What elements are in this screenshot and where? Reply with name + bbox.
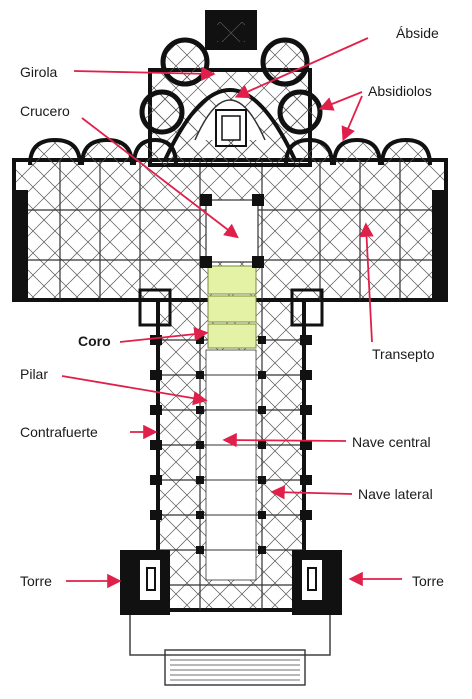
arrow-pilar (61, 375, 208, 406)
labels: Ábside Girola Absidiolos Crucero Coro Tr… (20, 25, 444, 589)
arrow-nave-central (222, 432, 347, 448)
transept-chapels-right (284, 137, 432, 166)
nave-piers-right (258, 336, 266, 554)
arrow-girola (73, 66, 216, 81)
label-absidiolos: Absidiolos (368, 83, 432, 99)
label-abside: Ábside (396, 25, 439, 41)
arrow-nave-lateral (270, 485, 353, 500)
arrow-absidiolos-1 (318, 91, 363, 111)
tower-right (292, 550, 342, 615)
coro-area (207, 265, 257, 349)
nave-buttresses-left (150, 335, 162, 520)
transept-corner-blocks (138, 288, 324, 327)
chapel-mid-left (139, 89, 185, 135)
label-arrows (61, 37, 402, 589)
label-nave-lateral: Nave lateral (358, 486, 433, 502)
label-torre-right: Torre (412, 573, 444, 589)
label-contrafuerte: Contrafuerte (20, 424, 98, 440)
arrow-coro (119, 326, 209, 343)
arrow-absidiolos-2 (341, 95, 363, 142)
chapel-upper-left (160, 37, 210, 87)
label-coro: Coro (78, 333, 111, 349)
crossing-piers (200, 194, 264, 268)
nave-buttresses-right (300, 335, 312, 520)
chevet-body (148, 10, 312, 167)
chapel-upper-right (260, 37, 310, 87)
arrow-transepto (359, 222, 374, 343)
arrow-crucero (81, 117, 239, 239)
transept-chapels-left (28, 137, 178, 166)
label-transepto: Transepto (372, 346, 435, 362)
chapel-mid-right (277, 89, 323, 135)
tower-left (120, 550, 170, 615)
crossing-bay (205, 199, 259, 263)
label-girola: Girola (20, 64, 58, 80)
label-crucero: Crucero (20, 103, 70, 119)
arrow-abside (234, 37, 369, 99)
label-pilar: Pilar (20, 366, 48, 382)
label-nave-central: Nave central (352, 434, 431, 450)
entrance-porch (129, 609, 331, 686)
label-torre-left: Torre (20, 573, 52, 589)
